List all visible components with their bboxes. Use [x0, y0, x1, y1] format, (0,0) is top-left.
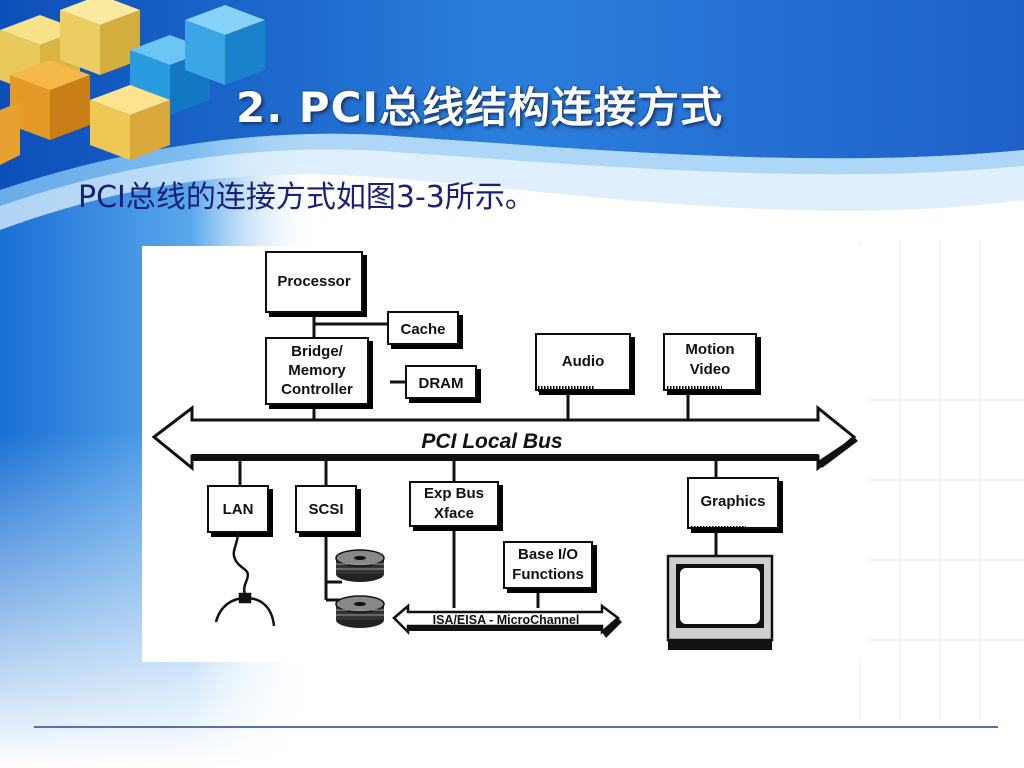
isa-bus-arrow: ISA/EISA - MicroChannel: [392, 603, 622, 638]
bridge-box: [265, 337, 369, 405]
base-io-label-1: Base I/O: [518, 546, 578, 563]
pci-bus-label: PCI Local Bus: [421, 430, 562, 453]
cache-box: [387, 311, 459, 345]
audio-box: [535, 333, 631, 391]
audio-label: Audio: [562, 353, 605, 370]
lan-label: LAN: [223, 501, 254, 518]
cubes-decoration: [0, 0, 265, 165]
monitor-icon: [666, 554, 774, 650]
base-io-label-2: Functions: [512, 566, 584, 583]
bridge-label-2: Memory: [288, 362, 346, 379]
base-io-box: [503, 541, 593, 589]
motion-label-2: Video: [690, 361, 731, 378]
pci-bus-diagram: PCI Local Bus ISA/EISA - MicroChannel Pr…: [142, 246, 868, 662]
scsi-box: [295, 485, 357, 533]
connection-lines: [238, 314, 718, 608]
lan-cable-icon: [214, 531, 276, 627]
processor-box: [265, 251, 363, 313]
bridge-label-1: Bridge/: [291, 343, 344, 360]
isa-bus-label: ISA/EISA - MicroChannel: [433, 613, 580, 627]
motion-video-box: [663, 333, 757, 391]
exp-bus-box: [409, 481, 499, 527]
bridge-label-3: Controller: [281, 381, 353, 398]
scsi-label: SCSI: [308, 501, 343, 518]
dram-box: [405, 365, 477, 399]
graphics-label: Graphics: [700, 493, 765, 510]
motion-label-1: Motion: [685, 341, 734, 358]
scsi-disk-icons: [335, 549, 385, 628]
processor-label: Processor: [277, 273, 351, 290]
lan-box: [207, 485, 269, 533]
dram-label: DRAM: [419, 375, 464, 392]
exp-bus-label-2: Xface: [434, 505, 474, 522]
footer-divider: [34, 726, 998, 728]
slide-subtitle: PCI总线的连接方式如图3-3所示。: [78, 180, 535, 215]
cache-label: Cache: [400, 321, 445, 338]
exp-bus-label-1: Exp Bus: [424, 485, 484, 502]
pci-local-bus-arrow: PCI Local Bus: [151, 404, 858, 472]
slide-title: 2. PCI总线结构连接方式: [236, 83, 724, 132]
